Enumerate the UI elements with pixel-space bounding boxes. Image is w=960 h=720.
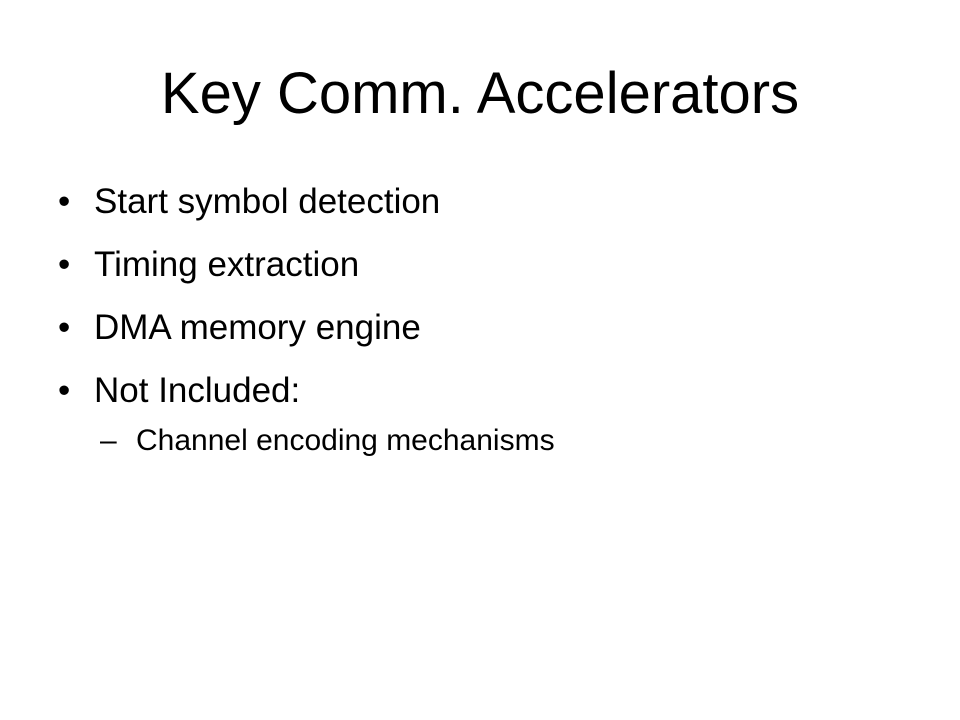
bullet-text: Timing extraction xyxy=(94,245,360,284)
bullet-icon: • xyxy=(58,182,71,221)
bullet-list: • Start symbol detection • Timing extrac… xyxy=(58,170,918,422)
sub-bullet-text: Channel encoding mechanisms xyxy=(136,424,555,457)
slide-title: Key Comm. Accelerators xyxy=(160,61,800,126)
bullet-text: DMA memory engine xyxy=(94,308,421,347)
bullet-icon: • xyxy=(58,371,71,410)
bullet-item: • Not Included: xyxy=(58,359,918,422)
bullet-text: Not Included: xyxy=(94,371,301,410)
dash-icon: – xyxy=(100,424,117,457)
bullet-item: • DMA memory engine xyxy=(58,296,918,359)
bullet-icon: • xyxy=(58,245,71,284)
bullet-text: Start symbol detection xyxy=(94,182,441,221)
bullet-item: • Start symbol detection xyxy=(58,170,918,233)
bullet-item: • Timing extraction xyxy=(58,233,918,296)
bullet-icon: • xyxy=(58,308,71,347)
